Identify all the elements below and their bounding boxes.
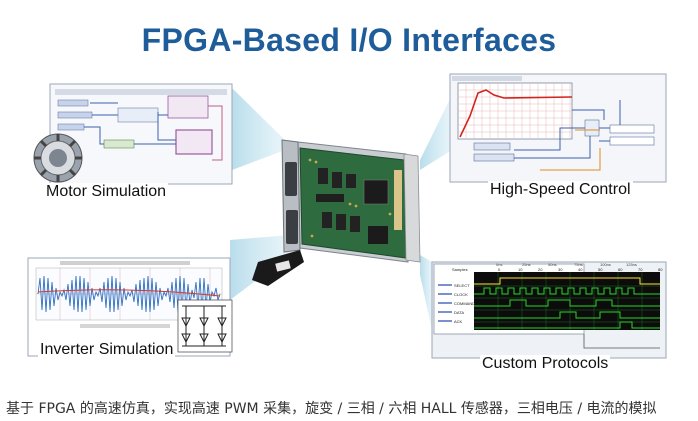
high-speed-control-label: High-Speed Control [488,181,633,199]
beam-custom [420,255,432,330]
timing-time-label: 125ns [626,262,637,267]
fpga-board [252,139,421,286]
timing-signal-label: CLOCK [454,292,468,297]
timing-signal-label: SELECT [454,283,470,288]
timing-time-label: 100ns [600,262,611,267]
timing-tick-label: 10 [518,267,523,272]
timing-tick-label: 20 [538,267,543,272]
caption-text: 基于 FPGA 的高速仿真，实现高速 PWM 采集，旋变 / 三相 / 六相 H… [6,401,657,417]
timing-time-label: 0ns [496,262,502,267]
timing-tick-label: 60 [618,267,623,272]
timing-samples-label: Samples [452,267,468,272]
page-title: FPGA-Based I/O Interfaces [141,22,557,58]
timing-tick-label: 0 [498,267,501,272]
beam-motor [232,88,285,170]
inverter-simulation-panel [27,257,233,357]
timing-signal-label: DATA [454,310,464,315]
motor-simulation-label: Motor Simulation [44,183,169,201]
timing-signal-label: ACK [454,319,463,324]
custom-protocols-label: Custom Protocols [480,355,611,373]
timing-time-label: 50ns [548,262,557,267]
timing-tick-label: 30 [558,267,563,272]
timing-tick-label: 80 [658,267,663,272]
beam-speed [420,95,452,170]
inverter-simulation-label: Inverter Simulation [38,341,176,359]
timing-tick-label: 70 [638,267,643,272]
timing-tick-label: 40 [578,267,583,272]
timing-time-label: 25ns [522,262,531,267]
timing-tick-label: 50 [598,267,603,272]
high-speed-control-panel [449,73,667,183]
timing-signal-label: COMMAND [454,301,475,306]
custom-protocols-panel [431,261,667,359]
motor-simulation-panel [33,83,233,185]
timing-time-label: 75ns [574,262,583,267]
